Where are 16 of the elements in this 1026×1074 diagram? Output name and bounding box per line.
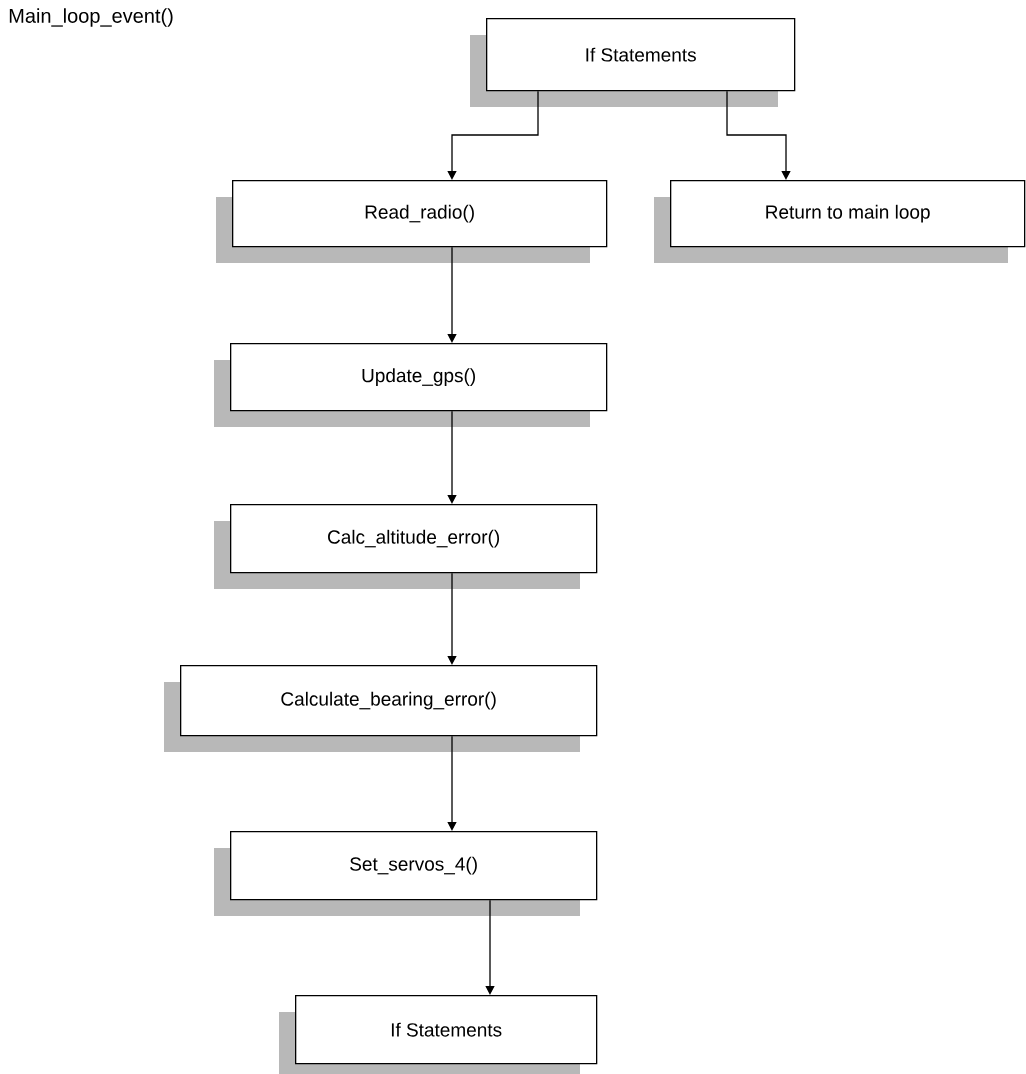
arrow (447, 246, 457, 343)
process-box: Return to main loop (654, 180, 1026, 263)
arrow (447, 410, 457, 504)
arrow (726, 90, 791, 180)
arrow (447, 90, 539, 180)
arrow (447, 735, 457, 831)
process-box: Calculate_bearing_error() (164, 665, 598, 752)
process-box: If Statements (279, 995, 598, 1074)
process-box: Calc_altitude_error() (214, 504, 598, 589)
title: Main_loop_event() (9, 8, 173, 27)
arrow (485, 899, 495, 995)
process-box: Update_gps() (214, 343, 608, 427)
process-box: Set_servos_4() (214, 831, 598, 916)
process-box: Read_radio() (216, 180, 608, 263)
process-box: If Statements (470, 18, 796, 107)
arrow (447, 572, 457, 665)
